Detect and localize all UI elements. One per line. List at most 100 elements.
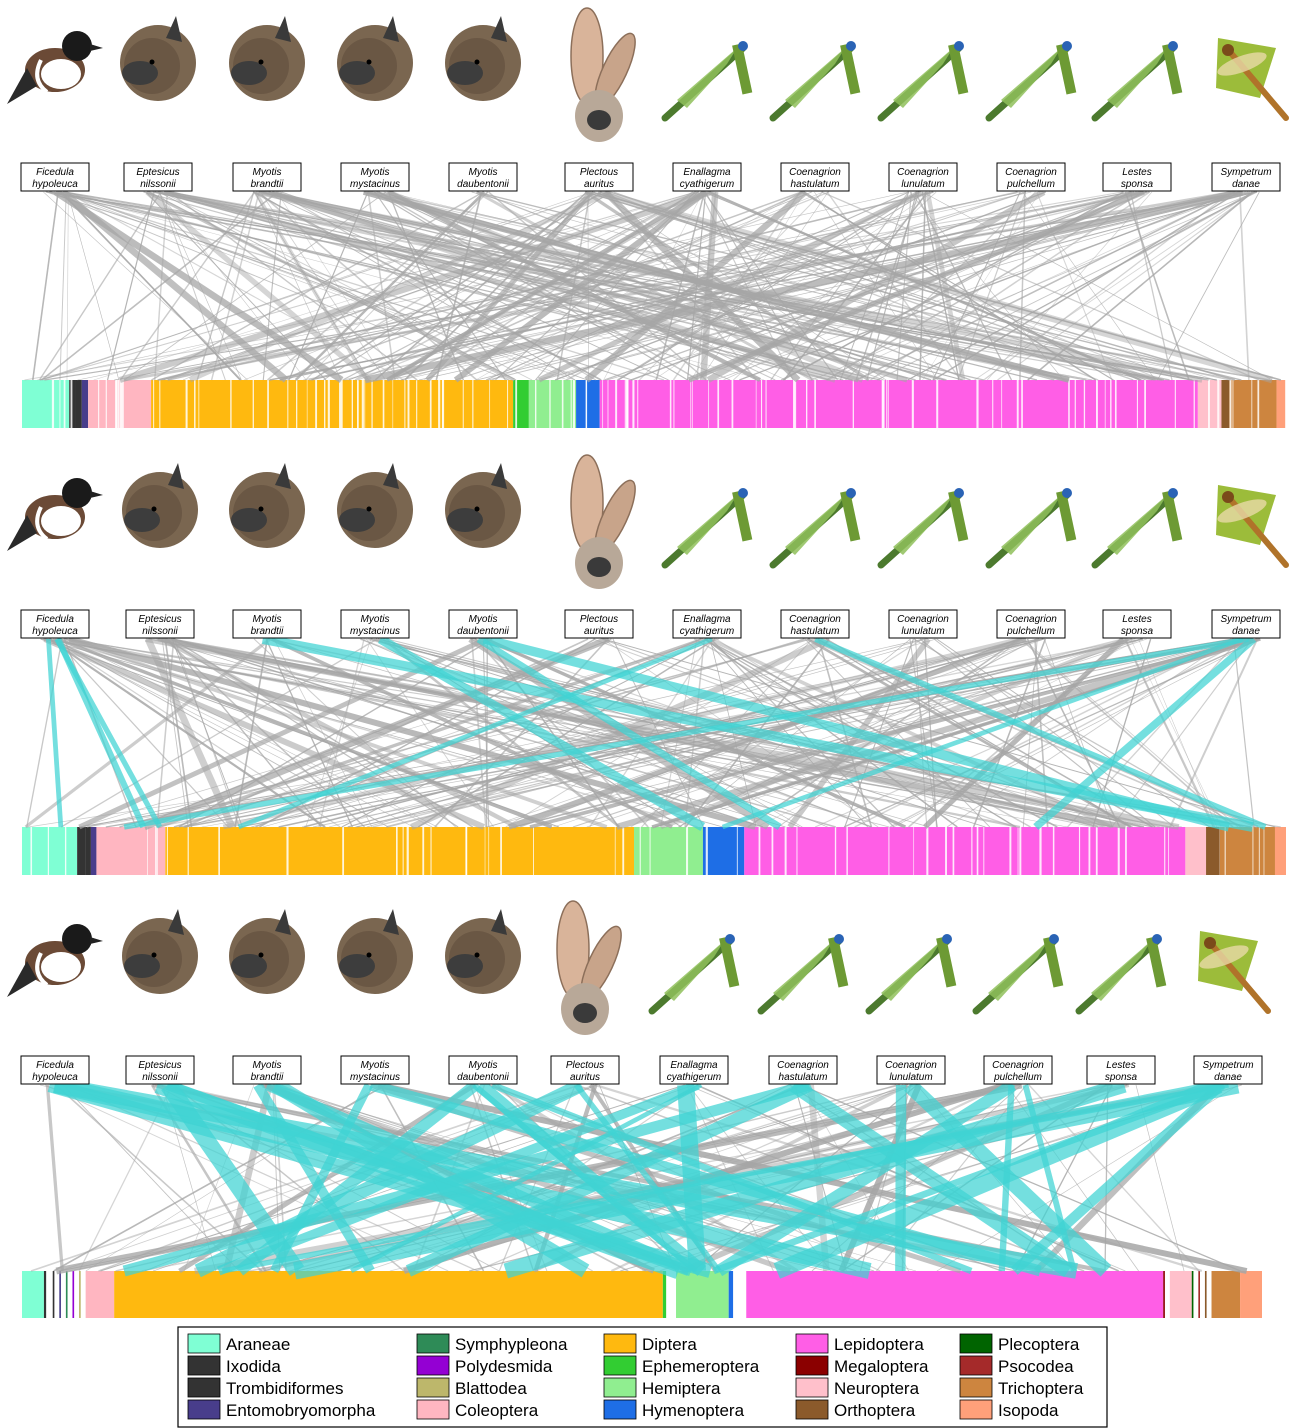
- highlighted-link: [715, 1079, 1017, 1277]
- link: [705, 638, 869, 828]
- prey-segment-symphypleona: [65, 1271, 68, 1318]
- predator-genus: Eptesicus: [138, 614, 181, 625]
- link: [277, 191, 597, 381]
- predator-genus: Ficedula: [36, 1060, 74, 1071]
- bird-breast: [41, 952, 81, 982]
- taxon-divider: [402, 827, 404, 875]
- taxon-divider: [105, 380, 107, 428]
- damselfly-wing: [988, 941, 1048, 1001]
- predator-genus: Plectous: [580, 614, 618, 625]
- taxon-divider: [187, 827, 189, 875]
- segment-fill: [1185, 827, 1207, 875]
- link: [915, 638, 928, 828]
- link: [251, 638, 926, 828]
- taxon-divider: [1263, 827, 1265, 875]
- predator-species: hastulatum: [791, 179, 840, 190]
- segment-fill: [43, 1271, 47, 1318]
- highlighted-link: [271, 1078, 590, 1278]
- link: [32, 191, 59, 381]
- predator-species: pulchellum: [1006, 179, 1055, 190]
- damselfly-icon: [769, 41, 861, 122]
- segment-fill: [75, 380, 82, 428]
- predator-species: auritus: [570, 1072, 600, 1083]
- legend-label: Lepidoptera: [834, 1335, 924, 1354]
- legend-swatch: [416, 1399, 450, 1420]
- taxon-divider: [708, 380, 710, 428]
- predator-species: hypoleuca: [32, 626, 78, 637]
- long-eared-bat-icon: [556, 900, 622, 1035]
- damselfly-head: [954, 41, 964, 51]
- legend-swatch: [603, 1355, 637, 1376]
- prey-segment-neuroptera: [1197, 380, 1222, 428]
- damselfly-wing: [893, 48, 953, 108]
- taxon-divider: [382, 380, 385, 428]
- link: [723, 191, 1137, 381]
- predator-genus: Myotis: [469, 614, 498, 625]
- plant-stem: [1056, 490, 1077, 542]
- link: [354, 191, 700, 381]
- bat-ear: [275, 16, 291, 42]
- taxon-divider: [607, 380, 609, 428]
- legend-item: Psocodea: [959, 1355, 1074, 1376]
- predator-species: mystacinus: [350, 179, 400, 190]
- highlighted-link: [721, 636, 1244, 830]
- legend-swatch: [959, 1377, 993, 1398]
- link: [106, 191, 155, 381]
- taxon-divider: [673, 380, 675, 428]
- bat-ear: [275, 909, 291, 935]
- taxon-divider: [572, 380, 576, 428]
- prey-segment-plecoptera: [1191, 1271, 1194, 1318]
- legend-label: Ephemeroptera: [642, 1357, 760, 1376]
- link: [210, 191, 260, 381]
- taxon-divider: [315, 380, 318, 428]
- plant-stem: [828, 936, 849, 988]
- link: [699, 191, 829, 381]
- segment-fill: [576, 380, 600, 428]
- segment-fill: [151, 380, 514, 428]
- taxon-divider: [1217, 380, 1220, 428]
- link: [62, 1084, 240, 1272]
- bat-face: [587, 110, 611, 130]
- taxon-divider: [422, 827, 425, 875]
- predator-species: brandtii: [251, 1072, 285, 1083]
- link: [159, 191, 242, 381]
- link: [1129, 191, 1173, 381]
- highlighted-link: [293, 1076, 1240, 1280]
- label-box: [550, 1055, 620, 1085]
- damselfly-icon: [877, 41, 969, 122]
- predator-labels: FicedulahypoleucaEptesicusnilssoniiMyoti…: [20, 162, 1281, 192]
- link: [839, 191, 910, 381]
- label-box: [448, 1055, 518, 1085]
- link: [919, 191, 927, 381]
- predator-genus: Myotis: [469, 167, 498, 178]
- taxon-divider: [296, 380, 298, 428]
- link: [60, 638, 378, 828]
- taxon-divider: [472, 380, 474, 428]
- label-box: [448, 162, 518, 192]
- taxon-divider: [976, 380, 979, 428]
- predator-genus: Lestes: [1122, 614, 1151, 625]
- taxon-divider: [156, 827, 158, 875]
- highlighted-link: [789, 1078, 1073, 1278]
- link: [615, 636, 1253, 830]
- taxon-divider: [622, 827, 625, 875]
- taxon-divider: [585, 380, 588, 428]
- link: [690, 191, 806, 381]
- damselfly-icon: [1091, 41, 1183, 122]
- legend-label: Trichoptera: [998, 1379, 1084, 1398]
- link: [144, 637, 236, 829]
- taxon-divider: [561, 380, 564, 428]
- link: [714, 191, 1244, 381]
- bat-snout: [231, 508, 267, 532]
- predator-genus: Sympetrum: [1220, 614, 1271, 625]
- taxon-divider: [1095, 827, 1098, 875]
- link: [123, 190, 1235, 382]
- segment-fill: [85, 1271, 115, 1318]
- link: [165, 638, 890, 828]
- bird-beak: [90, 44, 103, 51]
- damselfly-wing: [893, 495, 953, 555]
